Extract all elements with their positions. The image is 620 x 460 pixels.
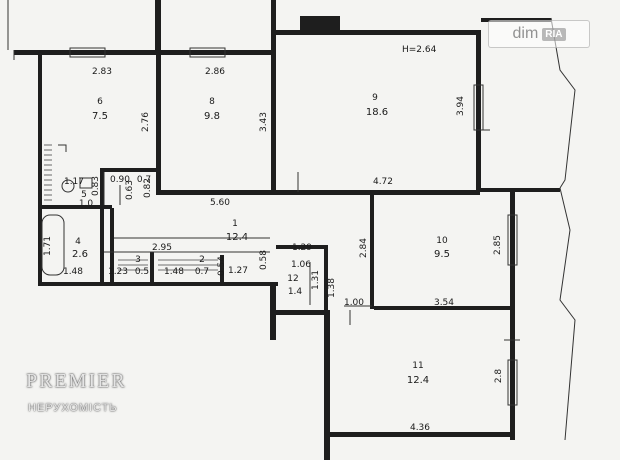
dim-1-17: 1.17 <box>64 177 84 187</box>
walls <box>14 0 560 460</box>
dim-3-94: 3.94 <box>456 96 466 116</box>
dim-0-90: 0.90 <box>110 175 130 185</box>
room-number-5: 5 <box>81 190 87 200</box>
dim-3-54: 3.54 <box>434 298 454 308</box>
dim-1-31: 1.31 <box>311 270 321 290</box>
dim-1-29: 1.29 <box>292 243 312 253</box>
fixtures <box>41 144 121 276</box>
dim-4-36: 4.36 <box>410 423 430 433</box>
dim-3-43: 3.43 <box>259 112 269 132</box>
dim-0-63: 0.63 <box>125 180 135 200</box>
dim-0-54: 0.54 <box>217 256 227 276</box>
dim-1-06: 1.06 <box>291 260 311 270</box>
room-number-1: 1 <box>232 219 238 229</box>
room-area-3: 0.5 <box>135 267 149 277</box>
dim-2-83: 2.83 <box>92 67 112 77</box>
room-area-2: 0.7 <box>195 267 209 277</box>
room-area-9: 18.6 <box>366 107 388 118</box>
room-area-1: 12.4 <box>226 232 248 243</box>
room-number-6: 6 <box>97 97 103 107</box>
dim-4-72: 4.72 <box>373 177 393 187</box>
premier-subtitle: НЕРУХОМІСТЬ <box>28 402 118 414</box>
dim-2-8: 2.8 <box>494 369 504 384</box>
windows <box>69 47 518 406</box>
room-area-6: 7.5 <box>92 111 108 122</box>
room-number-12: 12 <box>287 274 298 284</box>
dim-2-86: 2.86 <box>205 67 225 77</box>
room-number-4: 4 <box>75 237 81 247</box>
hatching <box>44 144 218 271</box>
dim-0-83: 0.83 <box>91 176 101 196</box>
room-number-2: 2 <box>199 255 205 265</box>
room-area-8: 9.8 <box>204 111 220 122</box>
ria-badge: RIA <box>542 27 566 41</box>
room-number-3: 3 <box>135 255 141 265</box>
ceiling-height: H=2.64 <box>402 45 437 55</box>
dim-text: dim <box>512 25 539 42</box>
room-area-4: 2.6 <box>72 249 88 260</box>
partitions <box>103 129 520 341</box>
dim-2-95: 2.95 <box>152 243 172 253</box>
room-number-9: 9 <box>372 93 378 103</box>
dim-2-76: 2.76 <box>141 112 151 132</box>
dim-1-48-a: 1.48 <box>63 267 83 277</box>
premier-watermark: PREMIER <box>26 370 127 392</box>
dim-1-27: 1.27 <box>228 266 248 276</box>
dim-5-60: 5.60 <box>210 198 230 208</box>
dimension-labels: 2.83 2.86 2.76 3.43 3.94 4.72 5.60 2.84 … <box>43 67 504 433</box>
room-number-8: 8 <box>209 97 215 107</box>
room-area-10: 9.5 <box>434 249 450 260</box>
dim-0-82: 0.82 <box>143 178 153 198</box>
room-labels: 6 7.5 8 9.8 9 18.6 1 12.4 10 9.5 11 12.4… <box>72 93 450 386</box>
dim-1-38: 1.38 <box>327 278 337 298</box>
dim-1-00: 1.00 <box>344 298 364 308</box>
dim-1-48-b: 1.48 <box>164 267 184 277</box>
room-area-12: 1.4 <box>288 287 303 297</box>
dimria-watermark: dim RIA <box>488 20 590 48</box>
balcony-outline <box>7 0 576 441</box>
dim-1-71: 1.71 <box>43 236 53 256</box>
dim-2-85: 2.85 <box>493 235 503 255</box>
dim-0-7: 0.7 <box>137 175 151 185</box>
dim-0-58: 0.58 <box>259 250 269 270</box>
dim-2-84: 2.84 <box>359 238 369 258</box>
room-number-10: 10 <box>436 236 448 246</box>
dim-1-23: 1.23 <box>108 267 128 277</box>
room-number-11: 11 <box>412 361 423 371</box>
room-area-11: 12.4 <box>407 375 429 386</box>
room-area-5: 1.0 <box>79 199 94 209</box>
